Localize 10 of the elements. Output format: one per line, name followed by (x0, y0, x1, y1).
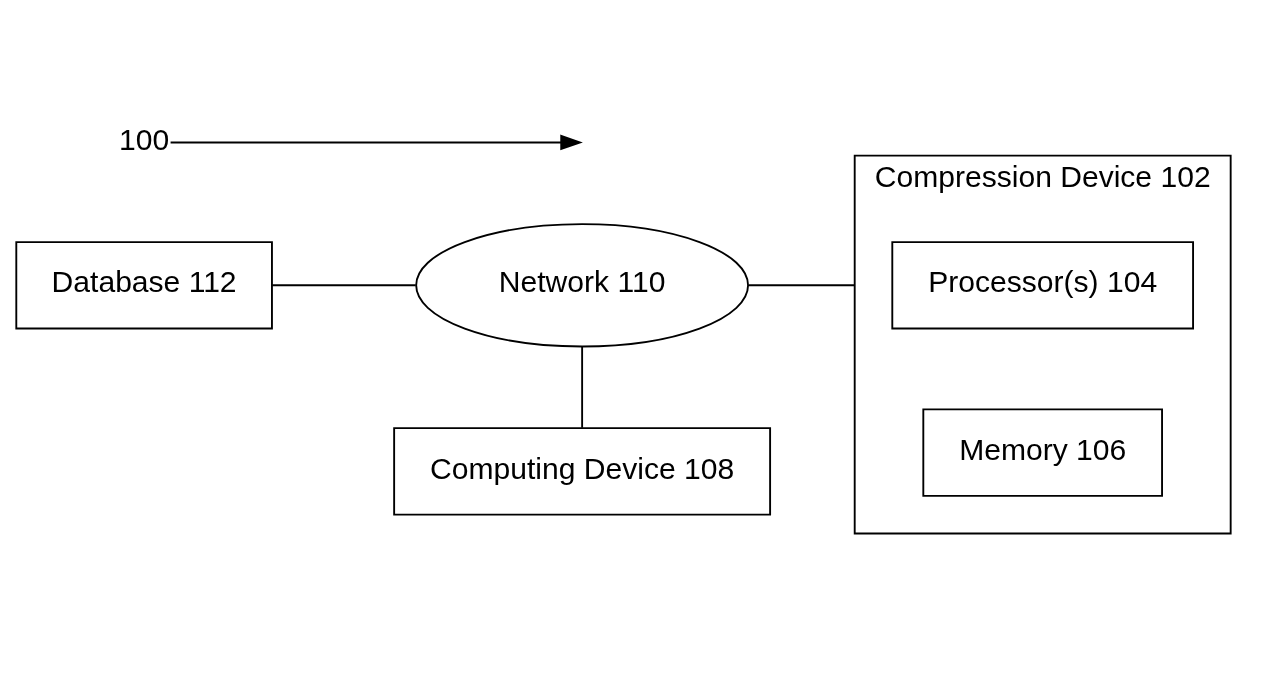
connector (271, 283, 417, 286)
node-box: Computing Device 108 (393, 426, 772, 516)
arrow (169, 134, 583, 150)
node-text: 100 (119, 122, 170, 156)
connector (581, 345, 584, 429)
node-box: Processor(s) 104 (891, 240, 1194, 329)
connector (747, 283, 856, 286)
node-box: Database 112 (15, 240, 273, 329)
node-ellipse: Network 110 (415, 222, 750, 347)
node-box: Memory 106 (922, 407, 1163, 497)
